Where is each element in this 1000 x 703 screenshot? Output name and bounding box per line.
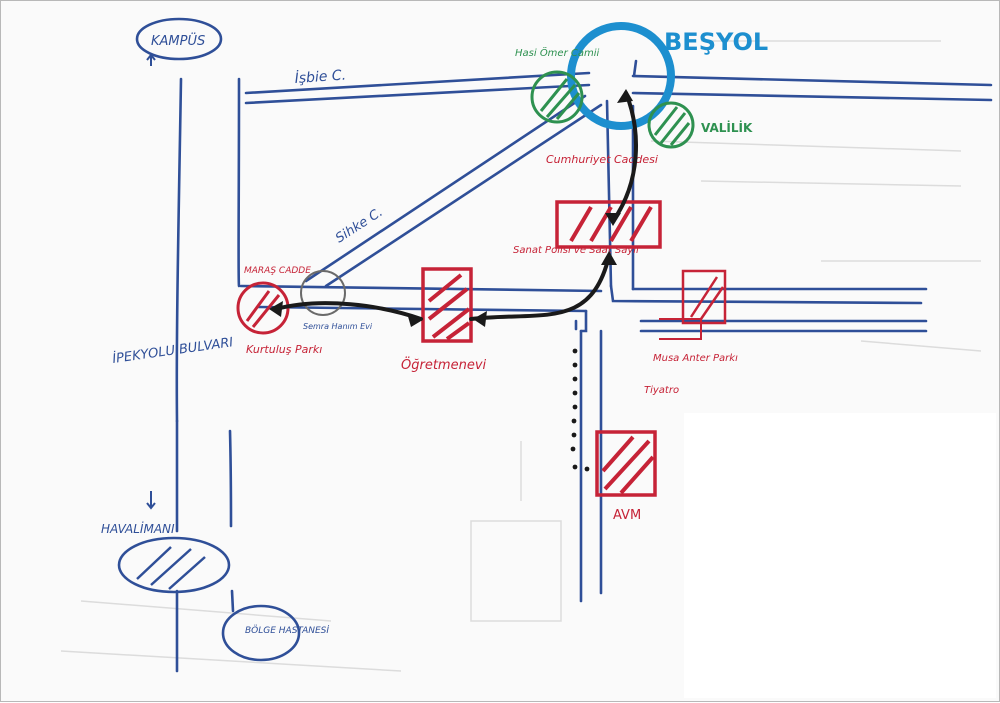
arrow-up-icon (147, 55, 155, 66)
place-havalimani[interactable]: HAVALİMANI (101, 491, 229, 592)
label-kampus: KAMPÜS (151, 32, 205, 49)
label-bolge-hastanesi: BÖLGE HASTANESİ (245, 625, 329, 636)
place-valilik[interactable]: VALİLİK (649, 103, 753, 147)
label-kurtulus-parki: Kurtuluş Parkı (246, 343, 322, 356)
label-ipekyolu-bulvari: İPEKYOLU BULVARI (111, 334, 234, 367)
road-ipekyolu-west (177, 79, 181, 421)
arrowhead-icon (473, 311, 487, 327)
label-tiyatro: Tiyatro (644, 385, 679, 396)
label-hasi-omer: Hasi Ömer Camii (515, 46, 599, 59)
label-avm: AVM (613, 508, 641, 523)
place-besyol-roundabout[interactable]: BEŞYOL (571, 26, 768, 126)
route-kurtulus-to-ogretmenevi (276, 303, 421, 319)
road-sihke-b (326, 105, 601, 286)
label-semra-hanim: Semra Hanım Evi (303, 322, 373, 331)
arrow-down-icon (147, 491, 155, 508)
label-sihke-caddesi: Sihke C. (333, 205, 386, 246)
label-isbie-caddesi: İşbie C. (294, 65, 347, 87)
arrowhead-icon (605, 213, 621, 226)
label-sanat-polisi: Sanat Polisi ve Saat Sayıl (513, 245, 639, 256)
walking-route (276, 93, 636, 319)
label-valilik: VALİLİK (701, 120, 753, 135)
label-havalimani: HAVALİMANI (101, 521, 175, 536)
label-musa-anter: Musa Anter Parkı (653, 353, 738, 364)
arrowhead-icon (617, 89, 633, 103)
label-besyol: BEŞYOL (664, 28, 768, 56)
road-isbie-bottom (246, 85, 589, 103)
blank-scan-area (684, 413, 996, 698)
place-sanat-polisi[interactable]: Sanat Polisi ve Saat Sayıl (513, 202, 660, 256)
label-cumhuriyet-caddesi: Cumhuriyet Caddesi (546, 153, 658, 166)
place-avm[interactable]: AVM (597, 432, 655, 523)
road-main-top (241, 286, 601, 291)
place-kampus[interactable]: KAMPÜS (137, 19, 221, 66)
label-ogretmenevi: Öğretmenevi (401, 356, 487, 373)
label-maras-cadde: MARAŞ CADDE (244, 266, 311, 276)
